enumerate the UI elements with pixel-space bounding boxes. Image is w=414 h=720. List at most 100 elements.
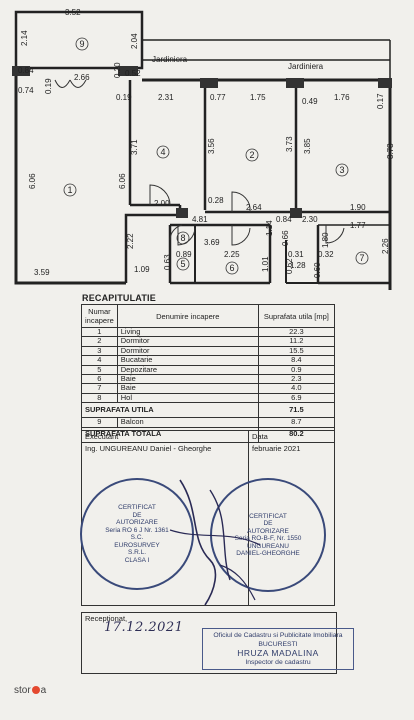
table-row: 7 Baie 4.0	[81, 383, 336, 394]
dim-label: 0.52	[125, 69, 141, 78]
dim-label: 2.30	[302, 215, 318, 224]
cell-name: Hol	[116, 392, 259, 404]
dim-label: 1.90	[350, 203, 366, 212]
dim-label: 2.04	[130, 33, 139, 49]
dim-label: 0.66	[281, 230, 290, 246]
dim-label: 1.77	[350, 221, 366, 230]
table-row: 2 Dormitor 11.2	[81, 336, 336, 347]
stamp-text: S.C.	[130, 534, 144, 541]
dim-label: 4.81	[192, 215, 208, 224]
cell-area: 11.2	[257, 336, 336, 347]
stamp-text: DE	[132, 511, 142, 519]
planter-label-right: Jardiniera	[288, 62, 324, 71]
cell-area: 4.0	[257, 383, 336, 394]
stamp-text: CERTIFICAT	[118, 504, 156, 511]
cell-name: Dormitor	[116, 336, 259, 347]
ocpi-office: Oficiul de Cadastru si Publicitate Imobi…	[213, 632, 343, 639]
dim-label: 2.66	[74, 73, 90, 82]
header-area: Suprafata utila [mp]	[257, 304, 336, 328]
cell-number: 8	[81, 392, 118, 404]
stamp-text: DE	[263, 520, 273, 527]
dim-label: 0.84	[276, 215, 292, 224]
useful-area-value: 71.5	[257, 402, 336, 419]
dim-label: 0.49	[302, 97, 318, 106]
dim-label: 6.06	[118, 173, 127, 189]
dim-label: 3.73	[386, 143, 395, 159]
stamp-text: AUTORIZARE	[247, 527, 289, 535]
room-number-9: 9	[79, 39, 84, 49]
ocpi-stamp: Oficiul de Cadastru si Publicitate Imobi…	[202, 628, 354, 670]
room-number-5: 5	[180, 259, 185, 269]
dim-label: 2.22	[126, 233, 135, 249]
dim-label: 3.52	[65, 8, 81, 17]
stamp-text: AUTORIZARE	[116, 519, 158, 526]
ocpi-inspector-title: Inspector de cadastru	[245, 659, 311, 666]
dim-label: 1.14	[265, 220, 274, 236]
stamp-text: UNGUREANU	[247, 542, 289, 550]
ocpi-city: BUCURESTI	[258, 641, 298, 648]
stamp-text: EUROSURVEY	[114, 541, 160, 549]
dim-label: 3.85	[303, 138, 312, 154]
dim-label: 0.89	[176, 250, 192, 259]
cell-name: Baie	[116, 383, 259, 394]
dim-label: 0.31	[288, 250, 304, 259]
dim-label: 2.64	[246, 203, 262, 212]
dim-label: 0.32	[318, 250, 334, 259]
dim-label: 1.80	[321, 232, 330, 248]
dim-label: 3.56	[207, 138, 216, 154]
useful-area-label: SUPRAFATA UTILA	[81, 402, 259, 419]
balcony-value: 8.7	[257, 417, 336, 428]
table-header-row: Numar incapere Denumire incapere Suprafa…	[81, 304, 336, 328]
balcony-number: 9	[81, 417, 118, 428]
walls	[14, 10, 392, 290]
dim-label: 1.28	[290, 261, 306, 270]
floor-plan-drawing: 9 1 2 3 4 5 6 7 8 Jardiniera Jardiniera …	[12, 8, 395, 290]
dim-label: 3.71	[130, 139, 139, 155]
room-number-4: 4	[160, 147, 165, 157]
executant-header-row: Executant Data	[81, 430, 335, 443]
room-number-1: 1	[67, 185, 72, 195]
dim-label: 0.60	[313, 262, 322, 278]
dim-label: 0.19	[44, 78, 53, 94]
dim-label: 2.31	[158, 93, 174, 102]
dim-label: 0.20	[113, 62, 122, 78]
header-room-name: Denumire incapere	[116, 304, 259, 328]
cell-area: 8.4	[257, 355, 336, 366]
room-number-8: 8	[180, 233, 185, 243]
date-label: Data	[252, 432, 268, 441]
cell-name: Baie	[116, 374, 259, 385]
table-row: 4 Bucatarie 8.4	[81, 355, 336, 366]
stamp-text: Seria RO 6 J Nr. 1361	[105, 526, 169, 534]
dim-label: 0.77	[210, 93, 226, 102]
dim-label: 0.19	[116, 93, 132, 102]
pillars	[12, 66, 392, 218]
stamp-text: Seria RO-B-F, Nr. 1550	[234, 535, 302, 542]
dim-label: 1.75	[250, 93, 266, 102]
stamp-text: CLASA I	[124, 556, 150, 564]
dim-label: 1.01	[261, 256, 270, 272]
logo-text: a	[40, 685, 47, 696]
room-number-6: 6	[229, 263, 234, 273]
dim-label: 3.69	[204, 238, 220, 247]
recap-title: RECAPITULATIE	[82, 293, 156, 303]
header-room-number: Numar incapere	[81, 304, 118, 328]
cell-number: 2	[81, 336, 118, 347]
room-number-2: 2	[249, 150, 254, 160]
dim-label: 2.14	[20, 30, 29, 46]
stamp-text: DANIEL-GHEORGHE	[236, 550, 300, 557]
dim-label: 2.26	[381, 238, 390, 254]
balcony-label: Balcon	[116, 417, 259, 428]
balcony-row: 9 Balcon 8.7	[81, 417, 336, 428]
dim-label: 3.59	[34, 268, 50, 277]
cell-area: 6.9	[257, 392, 336, 404]
dim-label: 3.73	[285, 136, 294, 152]
dim-label: 1.76	[334, 93, 350, 102]
useful-area-row: SUPRAFATA UTILA 71.5	[81, 402, 336, 419]
stamp-text: CERTIFICAT	[249, 512, 287, 520]
planter-label-left: Jardiniera	[152, 55, 188, 64]
handwritten-date: 17.12.2021	[104, 620, 184, 635]
dim-label: 0.84	[18, 66, 34, 75]
dim-label: 6.06	[28, 173, 37, 189]
cell-name: Depozitare	[116, 364, 259, 376]
